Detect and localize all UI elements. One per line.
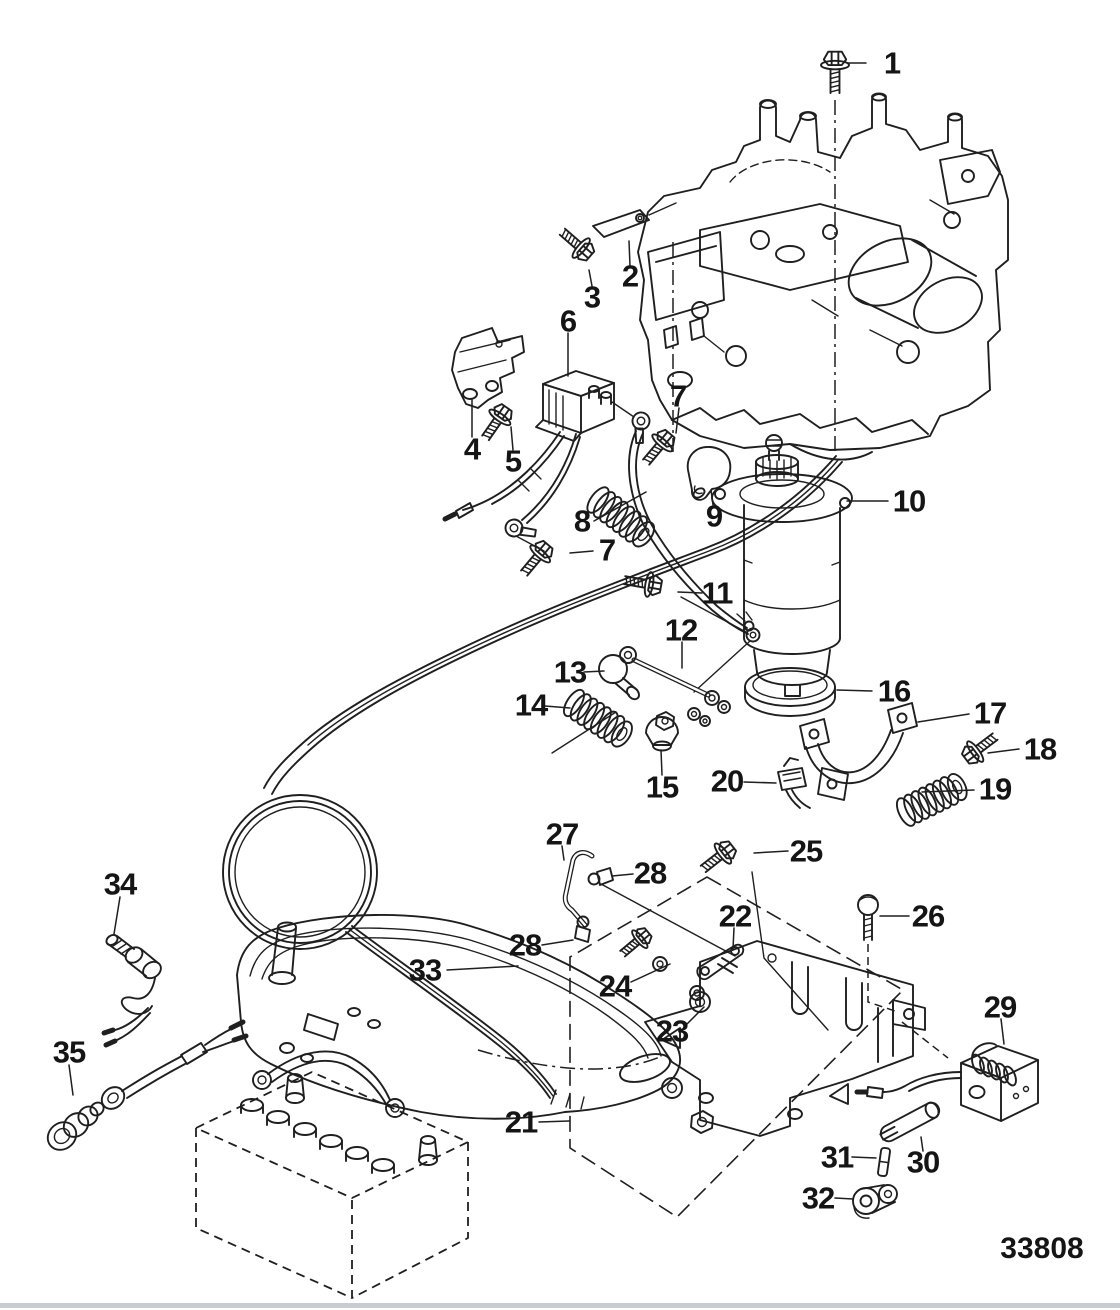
screw-26-drawing [858, 895, 898, 1012]
callout-32-36: 32 [801, 1180, 835, 1216]
pin-30-drawing [878, 1100, 942, 1144]
callout-28-27: 28 [508, 927, 542, 963]
solenoid-lead-wire-a [445, 432, 564, 519]
bolt-18-drawing [957, 725, 1004, 770]
callout-27-21: 27 [545, 816, 579, 852]
callout-6-3: 6 [559, 303, 577, 339]
boot-13-drawing [599, 655, 641, 702]
callout-17-16: 17 [973, 695, 1007, 731]
callout-24-29: 24 [598, 968, 632, 1004]
bracket-21-drawing [645, 941, 925, 1136]
callout-30-35: 30 [906, 1144, 940, 1180]
callout-22-25: 22 [718, 898, 752, 934]
connector-34-drawing [104, 933, 164, 1045]
callout-28-23: 28 [633, 855, 667, 891]
callout-31-34: 31 [820, 1139, 854, 1175]
callout-5-6: 5 [504, 443, 522, 479]
strap-2-drawing [593, 203, 676, 237]
callout-18-17: 18 [1023, 731, 1057, 767]
cap-15-drawing [646, 717, 678, 751]
lower-cowl-drawing [237, 915, 680, 1119]
callout-33-28: 33 [408, 952, 442, 988]
drawing-number: 33808 [1000, 1232, 1084, 1265]
callout-4-5: 4 [463, 431, 481, 467]
callout-7-4: 7 [669, 378, 687, 414]
bolt-3-drawing [553, 221, 600, 267]
boot-9-drawing [688, 447, 731, 500]
callout-13-13: 13 [553, 654, 587, 690]
callout-35-32: 35 [52, 1034, 86, 1070]
link-rod-12-drawing [552, 647, 730, 753]
clip-28a-drawing [589, 868, 736, 956]
callout-29-30: 29 [983, 989, 1017, 1025]
callout-9-8: 9 [705, 498, 723, 534]
region-21-boundary [570, 877, 903, 1217]
clip-28b-drawing [575, 917, 590, 943]
callout-12-12: 12 [664, 612, 698, 648]
ring-16-drawing [694, 641, 835, 716]
callout-16-14: 16 [877, 673, 911, 709]
callout-21-33: 21 [504, 1104, 538, 1140]
callout-8-9: 8 [573, 503, 591, 539]
leader-lines [69, 63, 1019, 1199]
callout-26-26: 26 [911, 898, 945, 934]
battery-drawing [196, 1072, 468, 1298]
callout-25-22: 25 [789, 833, 823, 869]
solenoid-6-drawing [536, 371, 634, 441]
clip-20-drawing [778, 758, 810, 808]
callout-1-0: 1 [883, 45, 901, 81]
clamp-17-drawing [800, 703, 917, 800]
engine-block-drawing [638, 94, 1008, 460]
bolt-7b-drawing [513, 535, 559, 583]
battery-cable-drawing [253, 1051, 404, 1117]
solenoid-29-drawing [857, 1022, 1038, 1121]
spring-19-drawing [892, 769, 972, 830]
lever-32-drawing [853, 1185, 897, 1218]
bracket-4-drawing [452, 328, 524, 408]
callout-3-2: 3 [583, 279, 601, 315]
callout-19-20: 19 [978, 771, 1012, 807]
callout-7-10: 7 [598, 532, 616, 568]
starter-cable-drawing [623, 408, 760, 642]
callout-11-11: 11 [701, 575, 734, 611]
callout-14-15: 14 [514, 687, 548, 723]
screw-24-drawing [614, 922, 667, 971]
callout-20-18: 20 [710, 763, 744, 799]
battery-terminals [286, 1074, 437, 1165]
battery-harness-33-drawing [223, 456, 842, 1098]
callout-23-31: 23 [655, 1013, 689, 1049]
callout-34-24: 34 [103, 866, 137, 902]
bolt-1-drawing [819, 50, 851, 95]
starter-motor-drawing [712, 435, 852, 696]
bolt-11-drawing [621, 566, 746, 632]
bolt-25-drawing [694, 835, 828, 1030]
bottom-rule [0, 1303, 1120, 1308]
rod-27-drawing [565, 853, 592, 925]
connector-35-drawing [42, 1022, 246, 1156]
callout-15-19: 15 [645, 769, 679, 805]
bolt-5-drawing [474, 399, 518, 446]
battery-caps [241, 1099, 394, 1173]
callout-10-7: 10 [892, 483, 926, 519]
callout-2-1: 2 [621, 258, 639, 294]
pin-31-drawing [878, 1148, 891, 1177]
